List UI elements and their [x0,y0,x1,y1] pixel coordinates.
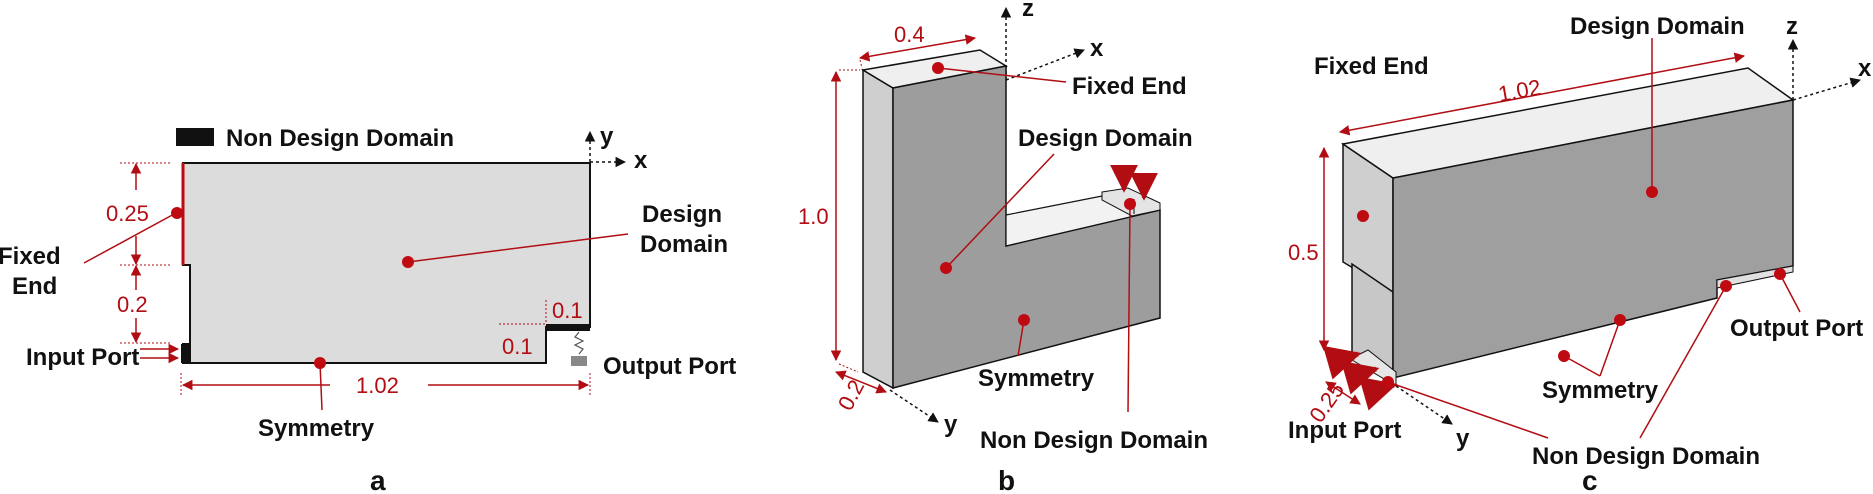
dim-01-top: 0.1 [552,298,583,323]
output-port-block [571,356,587,366]
design-domain-label: Design Domain [1018,125,1193,152]
dim-01-bottom: 0.1 [502,334,533,359]
fixed-end-label-2: End [12,273,57,300]
input-port-label: Input Port [26,344,139,371]
output-port-label: Output Port [603,353,736,380]
dim-04: 0.4 [894,22,925,47]
panel-letter-a: a [370,465,386,494]
axis-x-label: x [1090,35,1104,62]
output-ndd-block [1716,265,1794,289]
design-domain-shape [182,162,591,364]
fixed-end-label-1: Fixed [0,243,61,270]
axis-z-label: z [1786,13,1798,40]
design-domain-label-2: Domain [640,231,728,258]
dim-102: 1.02 [1496,75,1543,107]
axis-x-label: x [634,147,648,174]
panel-letter-b: b [998,465,1015,494]
block-side-face [862,68,894,390]
axis-y-label: y [600,123,614,150]
fixed-end-label: Fixed End [1314,53,1429,80]
symmetry-label: Symmetry [258,415,375,442]
dim-10: 1.0 [798,204,829,229]
axis-z-label: z [1022,0,1034,22]
dim-025: 0.25 [106,201,149,226]
non-design-domain-label: Non Design Domain [1532,443,1760,470]
dim-02: 0.2 [833,376,869,415]
axis-y-label: y [944,411,958,438]
axis-y-label: y [1456,425,1470,452]
symmetry-label: Symmetry [978,365,1095,392]
input-port-block [181,344,191,363]
panel-letter-c: c [1582,465,1598,494]
design-domain-label-1: Design [642,201,722,228]
panel-b: z x 0.4 1.0 0.2 y Fixed End [798,0,1208,494]
output-port-label: Output Port [1730,315,1863,342]
dim-102: 1.02 [356,373,399,398]
output-ndd-block [546,324,590,331]
non-design-domain-label: Non Design Domain [980,427,1208,454]
fixed-end-label: Fixed End [1072,73,1187,100]
dim-05: 0.5 [1288,240,1319,265]
panel-a: Non Design Domain y x 0.25 0.2 0.1 0.1 [0,123,736,494]
axis-x-label: x [1858,55,1872,82]
input-port-label: Input Port [1288,417,1401,444]
legend-label: Non Design Domain [226,125,454,152]
design-domain-label: Design Domain [1570,13,1745,40]
output-spring [573,331,585,355]
symmetry-label: Symmetry [1542,377,1659,404]
panel-c: z x 1.02 0.5 0.25 y Design Domain [1288,13,1872,494]
dim-02: 0.2 [117,292,148,317]
legend-swatch [176,128,214,146]
